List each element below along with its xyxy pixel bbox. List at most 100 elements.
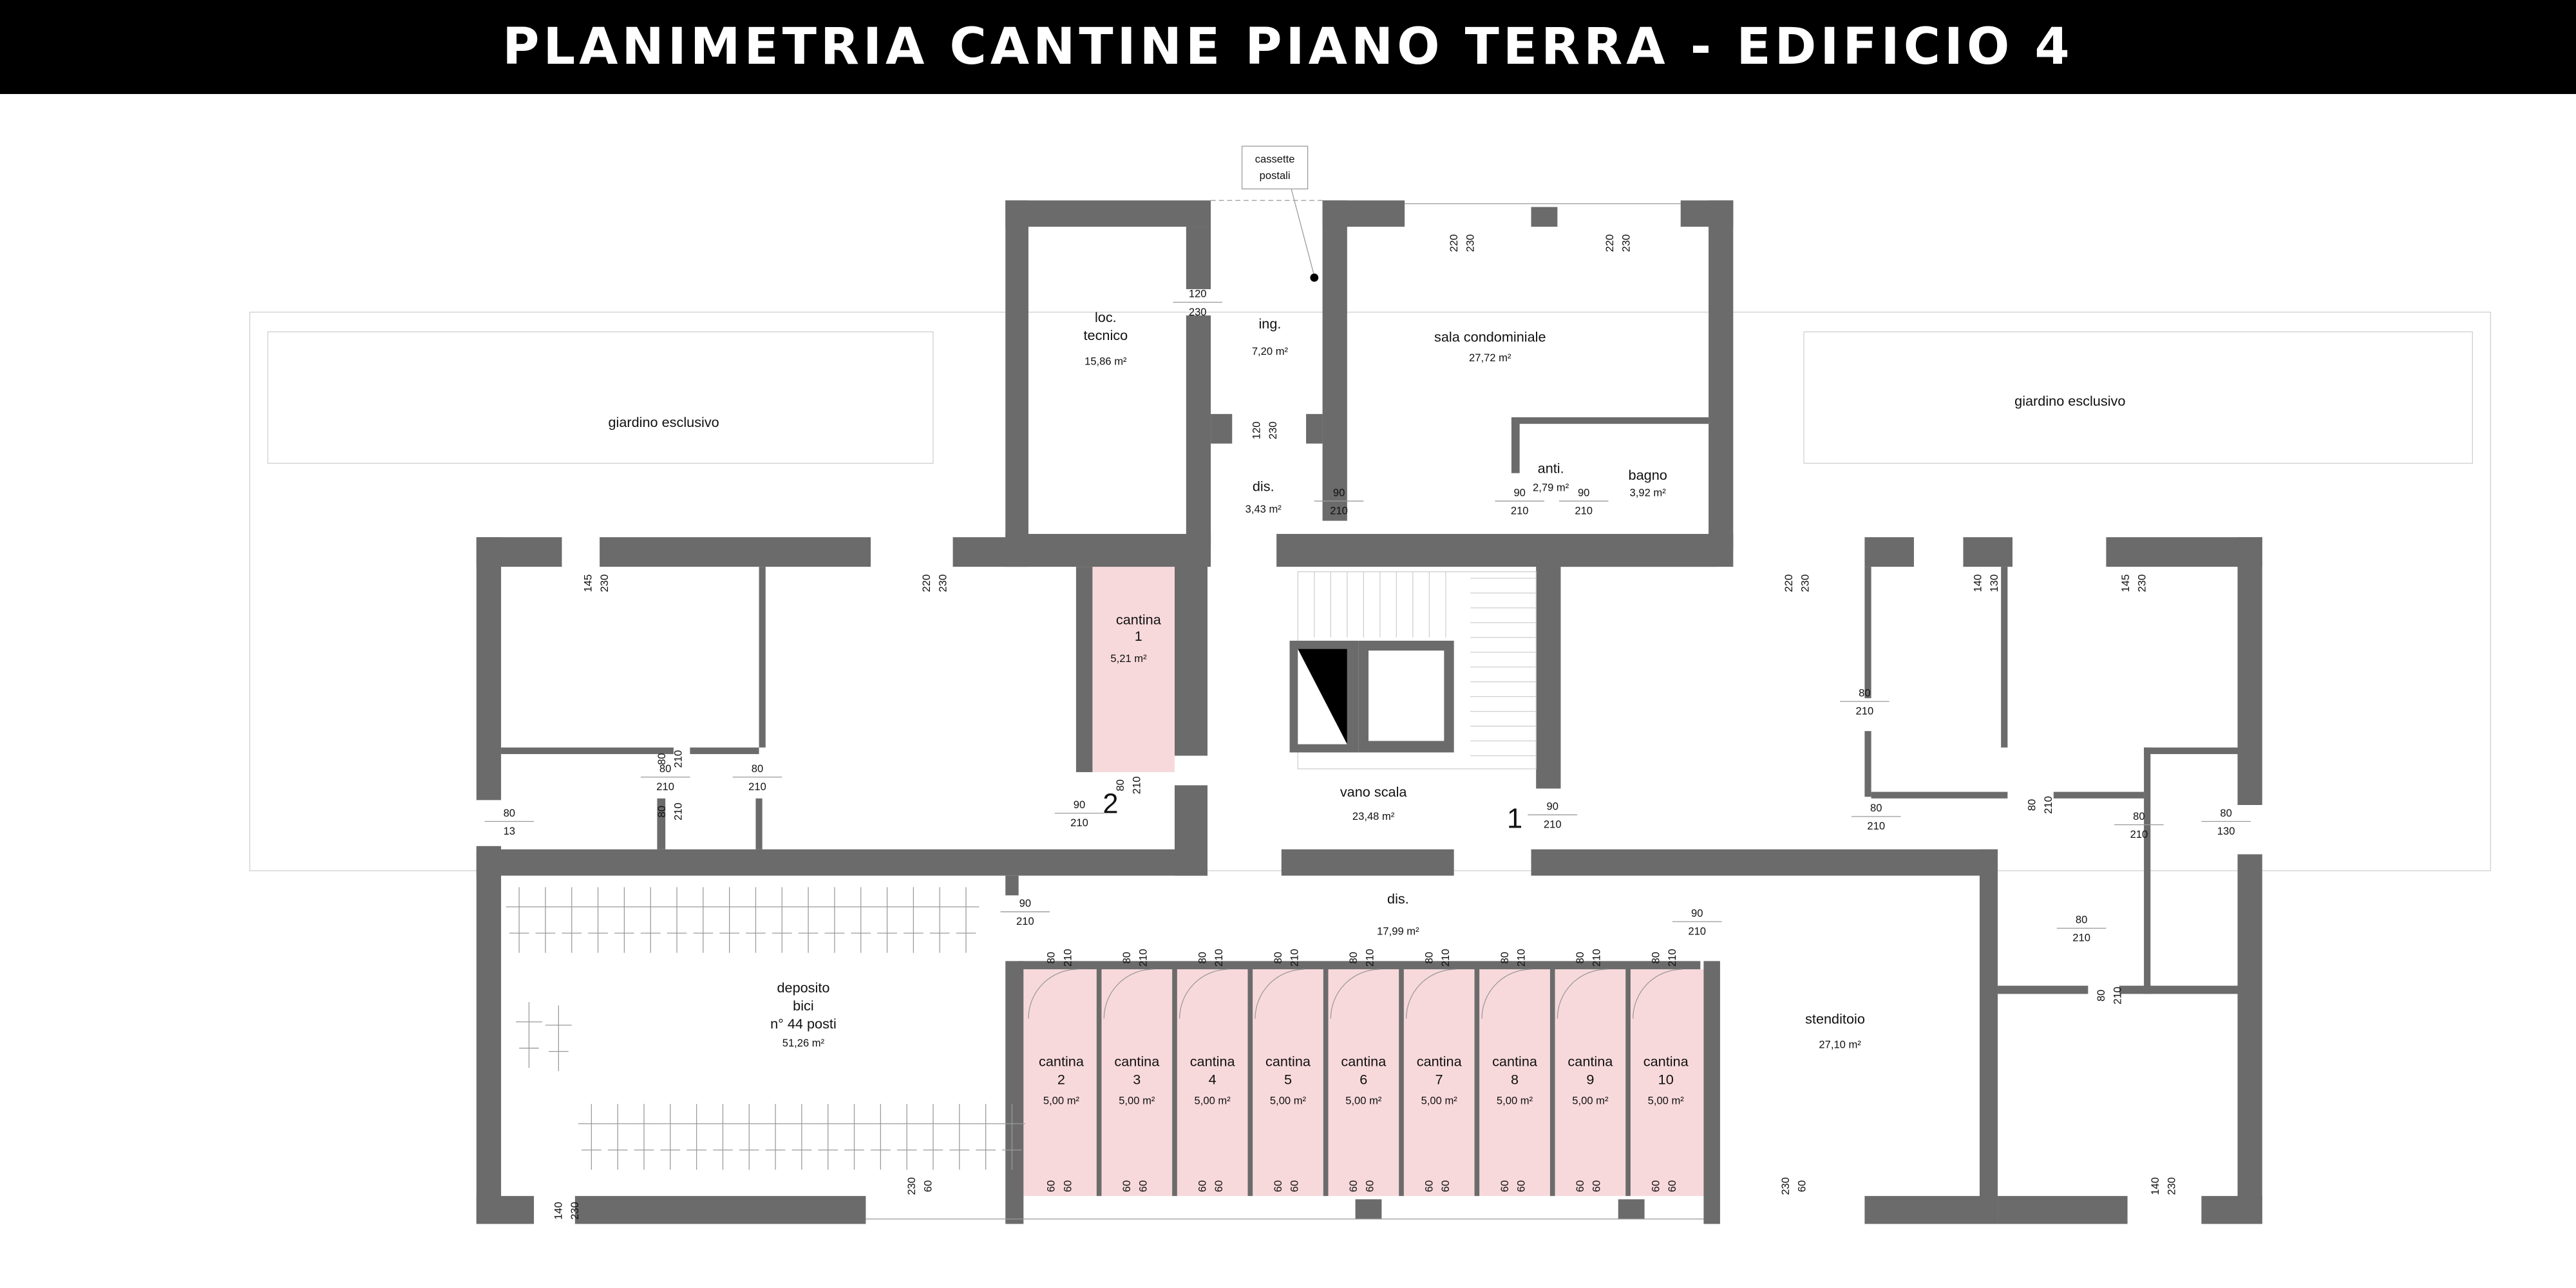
cantina-4-name: cantina bbox=[1190, 1054, 1236, 1070]
cantina-divider bbox=[1625, 966, 1631, 1197]
cassette-label-2: postali bbox=[1260, 169, 1291, 182]
room-deposito-name-2: bici bbox=[793, 998, 814, 1014]
dimension-label: 80 bbox=[1859, 687, 1870, 699]
dimension-label: 130 bbox=[1988, 574, 2000, 592]
room-dis-top-area: 3,43 m² bbox=[1245, 503, 1282, 515]
room-loc-tecnico-name-1: loc. bbox=[1095, 309, 1117, 325]
cantina-6-area bbox=[1325, 969, 1402, 1197]
dimension-label: 60 bbox=[1213, 1180, 1225, 1192]
dimension-label: 210 bbox=[1137, 949, 1150, 967]
dimension-label: 60 bbox=[1515, 1180, 1527, 1192]
dimension-label: 210 bbox=[672, 750, 685, 768]
room-deposito-name-3: n° 44 posti bbox=[770, 1016, 837, 1032]
dimension-label: 60 bbox=[1364, 1180, 1376, 1192]
dimension-label: 230 bbox=[2136, 574, 2148, 592]
door-swing bbox=[1330, 969, 1380, 1019]
room-stenditoio-name: stenditoio bbox=[1805, 1010, 1865, 1027]
cantina-10-area-label: 5,00 m² bbox=[1648, 1094, 1685, 1106]
room-dis-main-name: dis. bbox=[1387, 891, 1409, 907]
door-swing bbox=[1103, 969, 1153, 1019]
dimension-label: 120 bbox=[1251, 422, 1263, 440]
dimension-label: 230 bbox=[1620, 234, 1633, 252]
dimension-label: 60 bbox=[1347, 1180, 1359, 1192]
room-stenditoio-area: 27,10 m² bbox=[1819, 1039, 1861, 1051]
cantina-6-name: cantina bbox=[1341, 1054, 1387, 1070]
dimension-label: 230 bbox=[1189, 306, 1207, 318]
dimension-label: 210 bbox=[748, 781, 766, 793]
entrance-1-marker: 1 bbox=[1507, 804, 1522, 835]
dimension-label: 210 bbox=[1213, 949, 1225, 967]
cantina-8-name: cantina bbox=[1492, 1054, 1538, 1070]
dimension-label: 60 bbox=[922, 1180, 934, 1192]
cantina-divider bbox=[1474, 966, 1480, 1197]
dimension-label: 80 bbox=[656, 753, 668, 764]
room-anti-area: 2,79 m² bbox=[1533, 482, 1569, 494]
cantina-6-number: 6 bbox=[1359, 1072, 1367, 1088]
cantina-10-area bbox=[1628, 969, 1704, 1197]
garden-right-label: giardino esclusivo bbox=[2014, 393, 2125, 409]
cantina-9-name: cantina bbox=[1567, 1054, 1613, 1070]
dimension-label: 220 bbox=[1448, 234, 1460, 252]
cantina-4-number: 4 bbox=[1209, 1072, 1217, 1088]
dimension-label: 80 bbox=[1423, 952, 1435, 963]
dimension-label: 230 bbox=[905, 1177, 918, 1195]
dimension-label: 120 bbox=[1189, 288, 1207, 300]
dimension-label: 60 bbox=[1045, 1180, 1057, 1192]
dimension-label: 90 bbox=[1019, 897, 1031, 909]
door-swing bbox=[1557, 969, 1607, 1019]
cantina-dividers bbox=[1096, 966, 1631, 1197]
room-ingresso-name: ing. bbox=[1258, 316, 1281, 332]
dimension-label: 60 bbox=[1650, 1180, 1662, 1192]
dimension-label: 230 bbox=[569, 1202, 581, 1220]
cantina-5-number: 5 bbox=[1284, 1072, 1292, 1088]
dimension-label: 60 bbox=[1288, 1180, 1300, 1192]
dimension-label: 210 bbox=[2111, 987, 2123, 1005]
cantina-2-number: 2 bbox=[1057, 1072, 1065, 1088]
cantina-8-number: 8 bbox=[1511, 1072, 1519, 1088]
dimension-label: 60 bbox=[1666, 1180, 1678, 1192]
dimension-label: 60 bbox=[1121, 1180, 1133, 1192]
dimension-label: 80 bbox=[1121, 952, 1133, 963]
cassette-label-box bbox=[1241, 146, 1309, 190]
dimension-label: 210 bbox=[2042, 796, 2054, 814]
cantina-divider bbox=[1247, 966, 1253, 1197]
cassette-label-1: cassette bbox=[1255, 153, 1295, 166]
cantina-7-name: cantina bbox=[1417, 1054, 1463, 1070]
dimension-label: 220 bbox=[1604, 234, 1616, 252]
dimension-label: 80 bbox=[1045, 952, 1057, 963]
dimension-label: 80 bbox=[2026, 799, 2038, 811]
cantina-4-area bbox=[1174, 969, 1251, 1197]
cantina-10-name: cantina bbox=[1643, 1054, 1689, 1070]
cantina-8-area-label: 5,00 m² bbox=[1497, 1094, 1533, 1106]
dimension-label: 60 bbox=[1796, 1180, 1808, 1192]
cantina-1-area: 5,21 m² bbox=[1110, 652, 1147, 665]
dimension-label: 210 bbox=[1688, 925, 1706, 938]
dimension-label: 210 bbox=[1666, 949, 1678, 967]
cantina-9-area-label: 5,00 m² bbox=[1572, 1094, 1609, 1106]
cantina-7-area-label: 5,00 m² bbox=[1421, 1094, 1458, 1106]
cantina-1-area bbox=[1092, 567, 1175, 772]
cantina-7-area bbox=[1401, 969, 1477, 1197]
dimension-label: 60 bbox=[1196, 1180, 1208, 1192]
dimension-label: 90 bbox=[1513, 486, 1525, 498]
dimension-label: 80 bbox=[504, 807, 515, 819]
dimension-label: 230 bbox=[1464, 234, 1476, 252]
dimension-label: 210 bbox=[1511, 504, 1529, 516]
dimension-label: 220 bbox=[1783, 574, 1795, 592]
dimension-label: 220 bbox=[920, 574, 933, 592]
cantina-2-area bbox=[1023, 969, 1099, 1197]
dimension-label: 90 bbox=[1333, 486, 1345, 498]
room-ingresso-area: 7,20 m² bbox=[1252, 345, 1289, 357]
dimension-label: 80 bbox=[659, 762, 671, 775]
dimension-label: 210 bbox=[1591, 949, 1603, 967]
dimension-label: 80 bbox=[2095, 990, 2107, 1001]
dimension-label: 90 bbox=[1691, 907, 1703, 919]
dimension-label: 90 bbox=[1074, 799, 1085, 811]
room-vano-scala-name: vano scala bbox=[1340, 784, 1408, 800]
dimension-label: 80 bbox=[1272, 952, 1284, 963]
room-deposito-area: 51,26 m² bbox=[782, 1037, 825, 1049]
dimension-label: 145 bbox=[582, 574, 594, 592]
door-swing bbox=[1633, 969, 1683, 1019]
cantina-divider bbox=[1323, 966, 1329, 1197]
